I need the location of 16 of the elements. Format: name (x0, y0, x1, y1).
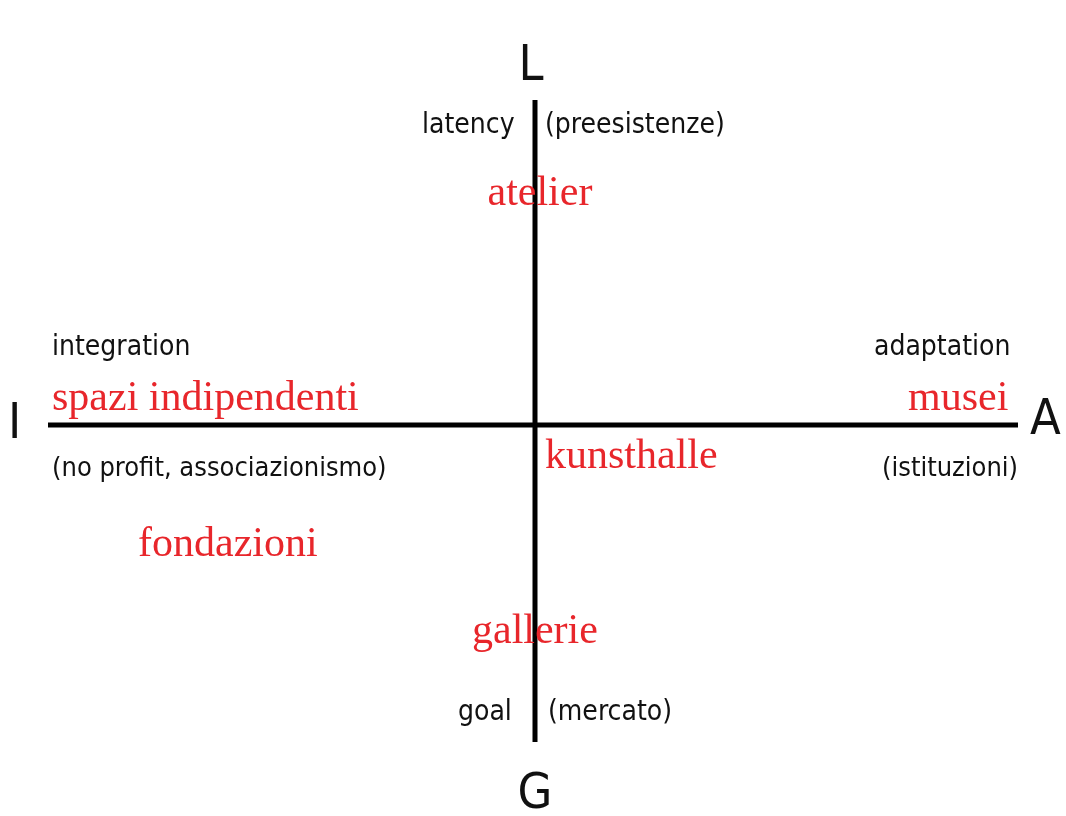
function-label: adaptation (874, 332, 1011, 360)
axis-letter: L (518, 38, 544, 88)
note-text: (istituzioni) (882, 453, 1019, 480)
institution-label: kunsthalle (545, 433, 718, 475)
function-label: integration (52, 332, 191, 360)
axis-letter: A (1030, 392, 1061, 442)
axis-letter: G (517, 766, 553, 816)
function-label: latency (422, 110, 515, 138)
note-text: (no profit, associazionismo) (52, 453, 387, 480)
function-label: goal (458, 697, 512, 725)
note-text: (mercato) (548, 697, 672, 725)
axis-letter: I (8, 396, 22, 446)
institution-label: fondazioni (138, 521, 318, 563)
note-text: (preesistenze) (545, 110, 725, 138)
institution-label: spazi indipendenti (52, 375, 359, 417)
institution-label: musei (908, 375, 1009, 417)
